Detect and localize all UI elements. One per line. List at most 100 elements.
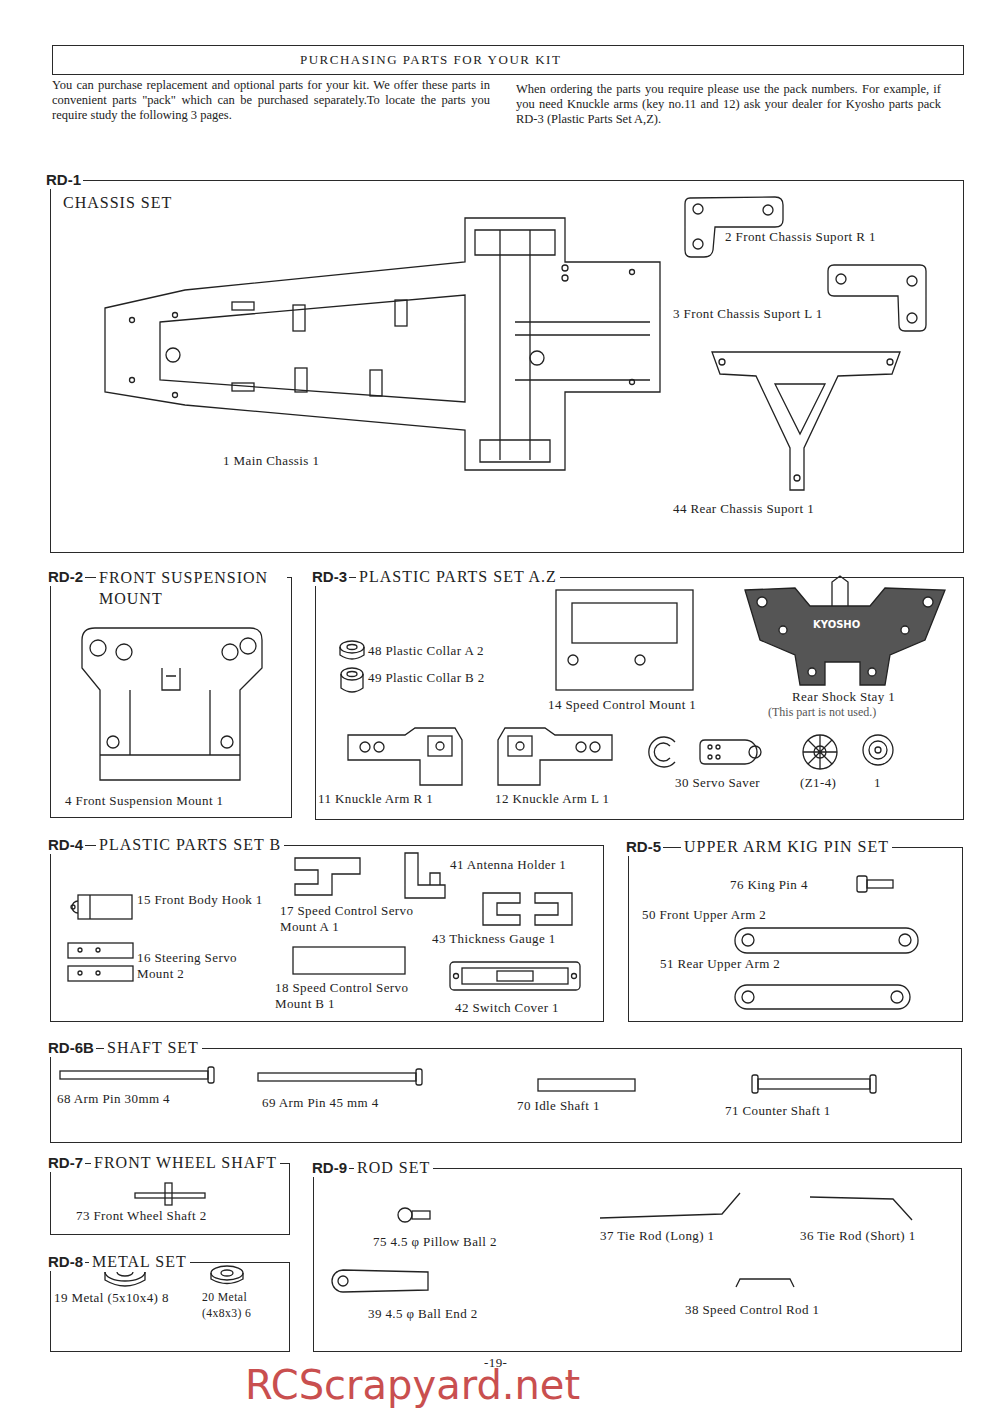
front-suspension-mount-part <box>162 668 180 690</box>
servo-saver-parts-part <box>649 737 675 767</box>
antenna-holder-part <box>405 853 445 898</box>
part-label: 68 Arm Pin 30mm 4 <box>57 1091 170 1107</box>
knuckle-arm-l-part <box>590 742 600 752</box>
parts-pack-box: RD-2FRONT SUSPENSION MOUNT4 Front Suspen… <box>50 577 292 818</box>
front-suspension-mount-part <box>107 736 119 748</box>
header-box: PURCHASING PARTS FOR YOUR KIT <box>52 45 964 75</box>
part-label: 1 <box>874 775 881 791</box>
rear-shock-stay-part <box>868 668 876 676</box>
pack-code: RD-7 <box>46 1154 85 1172</box>
steering-servo-mount-part <box>68 966 133 981</box>
part-label: 1 Main Chassis 1 <box>223 453 319 469</box>
front-body-hook <box>71 895 132 919</box>
main-chassis-part <box>562 275 568 281</box>
rear-chassis-support <box>712 352 900 490</box>
servo-saver-parts-part <box>869 741 887 759</box>
parts-pack-box: RD-3PLASTIC PARTS SET A.Z48 Plastic Coll… <box>315 577 964 820</box>
rear-chassis-support-part <box>712 352 900 490</box>
front-suspension-mount-part <box>100 690 240 755</box>
switch-cover-part <box>450 962 580 990</box>
main-chassis-part <box>293 305 305 331</box>
main-chassis <box>105 218 660 470</box>
servo-saver-parts-part <box>708 745 712 749</box>
front-suspension-mount-part <box>222 644 238 660</box>
main-chassis-part <box>370 370 382 396</box>
rear-chassis-support-part <box>887 359 893 365</box>
upper-arms-part <box>742 934 754 946</box>
part-label: 30 Servo Saver <box>675 775 760 791</box>
rear-shock-stay-part <box>832 576 848 606</box>
front-wheel-shaft-part <box>165 1183 172 1205</box>
servo-saver-parts-part <box>716 745 720 749</box>
front-suspension-mount-part <box>221 736 233 748</box>
plastic-collars-part <box>341 668 363 680</box>
steering-servo-mount <box>68 943 133 981</box>
arm-pins-part <box>258 1073 416 1081</box>
intro-text: When ordering the parts you require plea… <box>516 82 941 127</box>
main-chassis-part <box>130 378 135 383</box>
front-chassis-support-r-part <box>693 204 703 214</box>
part-label: 19 Metal (5x10x4) 8 <box>54 1290 194 1306</box>
front-suspension-mount-part <box>82 628 262 780</box>
section-heading: SHAFT SET <box>104 1037 202 1058</box>
upper-arms-part <box>891 991 903 1003</box>
rod-parts-part <box>736 1279 794 1287</box>
steering-servo-mount-part <box>96 971 100 975</box>
knuckle-arm-l <box>498 728 612 785</box>
pack-code: RD-2 <box>46 568 85 586</box>
rear-chassis-support-part <box>775 384 825 434</box>
main-chassis-part <box>173 313 178 318</box>
knuckle-arm-l-part <box>576 742 586 752</box>
parts-pack-box: RD-8METAL SET19 Metal (5x10x4) 820 Metal… <box>50 1262 290 1352</box>
part-label: 20 Metal (4x8x3) 6 <box>202 1290 287 1322</box>
part-label: 4 Front Suspension Mount 1 <box>65 793 223 809</box>
parts-pack-box: RD-6BSHAFT SET68 Arm Pin 30mm 469 Arm Pi… <box>50 1048 962 1143</box>
speed-control-mount <box>556 590 693 690</box>
section-heading: METAL SET <box>89 1251 190 1272</box>
front-chassis-support-l <box>828 265 926 331</box>
part-label: 3 Front Chassis Suport L 1 <box>673 306 823 322</box>
knuckle-arm-r <box>348 728 462 785</box>
front-chassis-support-l-part <box>828 265 926 331</box>
arm-pins-part <box>870 1075 876 1093</box>
parts-pack-box: RD-7FRONT WHEEL SHAFT73 Front Wheel Shaf… <box>50 1163 290 1235</box>
plastic-collars-part <box>340 641 364 653</box>
part-label: 70 Idle Shaft 1 <box>517 1098 600 1114</box>
pack-code: RD-9 <box>310 1159 349 1177</box>
part-label: 42 Switch Cover 1 <box>455 1000 559 1016</box>
plastic-collars-part <box>340 647 364 659</box>
main-chassis-part <box>105 218 660 470</box>
front-chassis-support-r-part <box>763 205 773 215</box>
steering-servo-mount-part <box>78 948 82 952</box>
rod-parts-part <box>338 1276 348 1286</box>
speed-control-mount-part <box>572 603 677 643</box>
front-body-hook-part <box>71 905 75 909</box>
rod-parts-part <box>810 1197 912 1220</box>
part-label: (Z1-4) <box>800 775 836 791</box>
switch-cover-part <box>572 974 577 979</box>
main-chassis-part <box>232 302 254 310</box>
front-wheel-shaft-part <box>135 1193 205 1198</box>
pack-code: RD-1 <box>44 171 83 189</box>
upper-arms-part <box>899 934 911 946</box>
steering-servo-mount-part <box>78 971 82 975</box>
switch-cover-part <box>497 971 533 981</box>
rear-shock-stay <box>745 576 945 685</box>
arm-pins-part <box>758 1079 870 1089</box>
thickness-gauge-part <box>483 893 520 925</box>
part-label: 2 Front Chassis Suport R 1 <box>725 229 876 245</box>
parts-pack-box: RD-1CHASSIS SET2 Front Chassis Suport R … <box>50 180 964 553</box>
part-label: 50 Front Upper Arm 2 <box>642 907 766 923</box>
plastic-collars-part <box>347 672 357 677</box>
servo-mount-b <box>293 947 405 974</box>
intro-text: You can purchase replacement and optiona… <box>52 78 490 123</box>
parts-pack-box: RD-4PLASTIC PARTS SET B15 Front Body Hoo… <box>50 845 604 1022</box>
speed-control-mount-part <box>635 655 645 665</box>
knuckle-arm-l-part <box>498 728 612 785</box>
metal-bushings-part <box>105 1272 145 1286</box>
section-heading: PLASTIC PARTS SET B <box>96 834 284 855</box>
metal-bushings-part <box>211 1266 243 1280</box>
parts-pack-box: RD-9ROD SET75 4.5 φ Pillow Ball 237 Tie … <box>313 1168 962 1352</box>
front-body-hook-part <box>78 895 132 919</box>
